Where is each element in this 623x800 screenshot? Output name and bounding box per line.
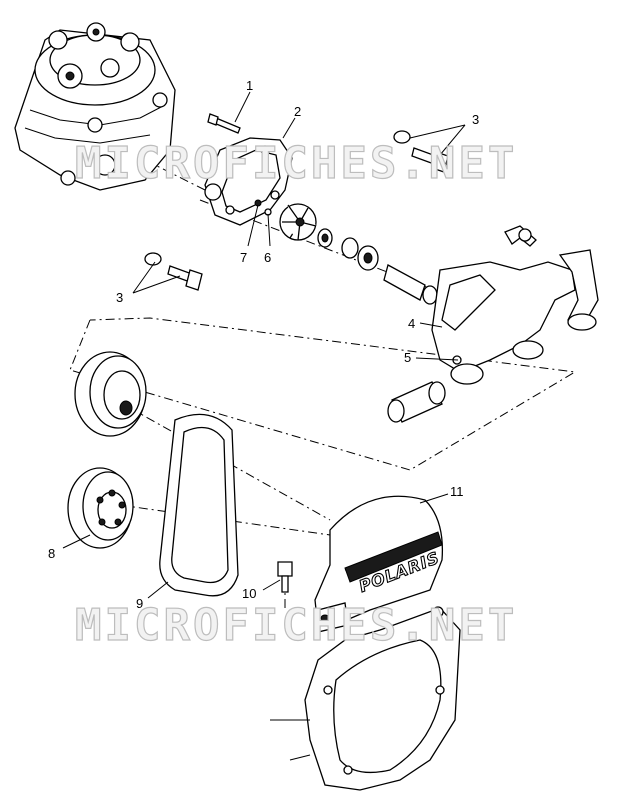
leader-lines xyxy=(62,91,466,599)
bolt-washer-part-3-lower xyxy=(144,252,203,291)
belt-guard-part-11: POLARIS xyxy=(314,495,444,633)
drive-belt-part-9 xyxy=(159,413,239,597)
callout-8: 8 xyxy=(48,546,55,561)
watermarks: MICROFICHES.NET MICROFICHES.NET xyxy=(74,137,517,651)
watermark-top: MICROFICHES.NET xyxy=(75,138,517,189)
watermark-bottom: MICROFICHES.NET xyxy=(75,600,517,651)
callout-11: 11 xyxy=(450,484,464,499)
bolt-part-1 xyxy=(207,113,241,134)
elbow-fitting xyxy=(504,225,537,247)
impeller xyxy=(279,203,317,241)
assembly-lines xyxy=(69,134,577,610)
outlet-housing-part-4 xyxy=(431,249,599,385)
bolt-part-10 xyxy=(277,561,293,593)
callout-7: 7 xyxy=(240,250,247,265)
bolt-washer-part-3-upper xyxy=(393,130,449,173)
engine-cylinder-head xyxy=(14,22,176,191)
callout-labels: 1 2 3 3 4 5 6 7 8 9 10 11 xyxy=(48,78,479,611)
sleeve-tube xyxy=(387,381,446,423)
callout-6: 6 xyxy=(264,250,271,265)
callout-2: 2 xyxy=(294,104,301,119)
pulley-part-8 xyxy=(67,467,134,549)
callout-3-upper: 3 xyxy=(472,112,479,127)
callout-1: 1 xyxy=(246,78,253,93)
shaft-components xyxy=(317,228,438,305)
callout-5: 5 xyxy=(404,350,411,365)
pulley-upper xyxy=(74,351,147,437)
callout-3-lower: 3 xyxy=(116,290,123,305)
callout-9: 9 xyxy=(136,596,143,611)
mounting-plate xyxy=(270,606,461,791)
callout-4: 4 xyxy=(408,316,415,331)
water-pump-housing-part-2 xyxy=(204,137,293,226)
callout-10: 10 xyxy=(242,586,256,601)
